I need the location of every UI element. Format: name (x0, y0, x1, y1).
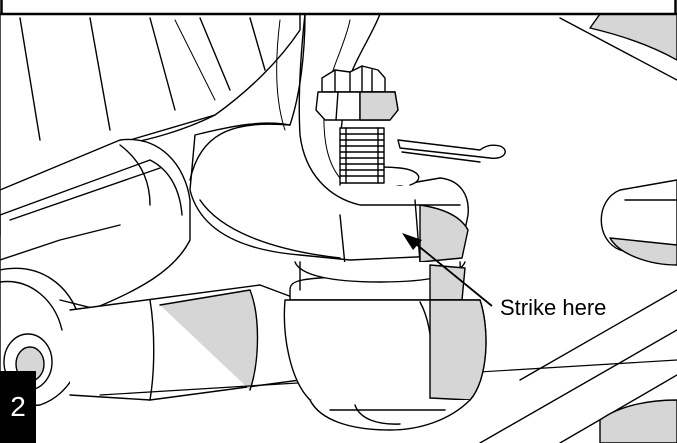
step-number-badge: 2 (0, 371, 36, 443)
top-border (0, 0, 677, 14)
right-bracket-lower (479, 289, 677, 443)
tie-rod-end (283, 261, 487, 431)
ball-joint-stud (339, 127, 385, 184)
lower-arm (69, 284, 677, 401)
right-bracket-upper (559, 13, 677, 81)
right-bracket-middle (600, 179, 677, 266)
strike-here-label: Strike here (500, 295, 607, 320)
cotter-pin (397, 139, 506, 163)
castle-nut (315, 65, 399, 121)
callout-arrow (402, 233, 493, 307)
step-number: 2 (10, 391, 26, 422)
